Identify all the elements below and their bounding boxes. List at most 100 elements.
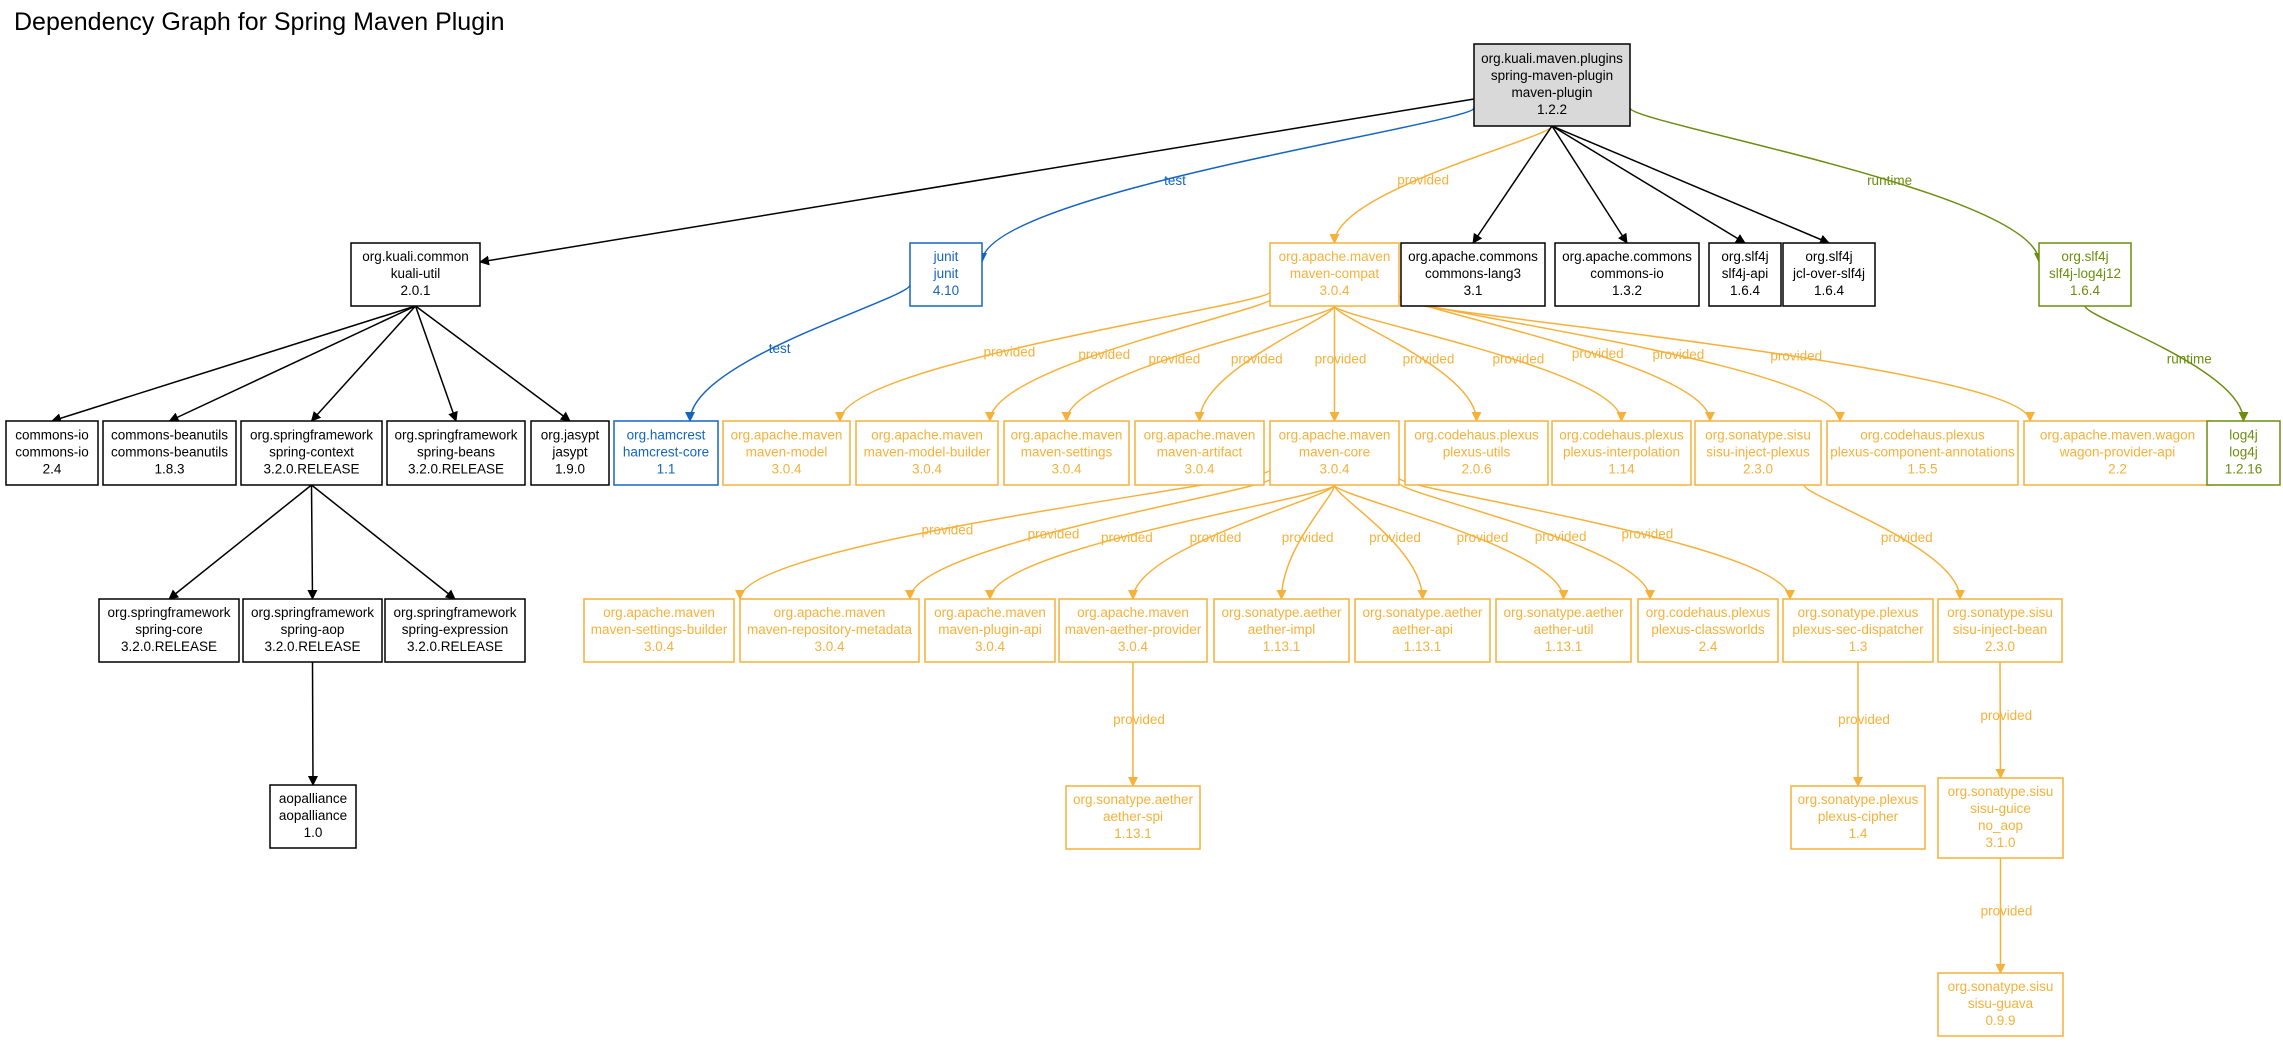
node-label-line: 3.0.4 bbox=[771, 462, 802, 477]
node-label-line: 1.6.4 bbox=[1814, 283, 1845, 298]
node-label-line: org.kuali.maven.plugins bbox=[1481, 51, 1623, 66]
node-label-line: commons-io bbox=[15, 445, 89, 460]
node-label-line: 3.2.0.RELEASE bbox=[264, 639, 360, 654]
node-label-line: org.sonatype.aether bbox=[1503, 605, 1624, 620]
node-label-line: commons-beanutils bbox=[111, 428, 228, 443]
node-label-line: spring-beans bbox=[417, 445, 495, 460]
node-label-line: org.sonatype.sisu bbox=[1948, 979, 2054, 994]
node-plexus-component-annotations[interactable]: org.codehaus.plexusplexus-component-anno… bbox=[1826, 420, 2019, 486]
node-box bbox=[739, 598, 920, 663]
edge-label: provided bbox=[1231, 352, 1283, 367]
node-box bbox=[1554, 242, 1700, 307]
node-label-line: org.springframework bbox=[393, 605, 516, 620]
node-label-line: org.apache.maven bbox=[934, 605, 1046, 620]
node-box bbox=[1826, 420, 2019, 486]
node-box bbox=[2038, 242, 2132, 307]
node-plexus-interpolation[interactable]: org.codehaus.plexusplexus-interpolation1… bbox=[1551, 420, 1692, 486]
node-label-line: 1.13.1 bbox=[1114, 826, 1152, 841]
node-label-line: maven-repository-metadata bbox=[747, 622, 913, 637]
node-label-line: aopalliance bbox=[279, 791, 347, 806]
dependency-edge-maven-compat-to-maven-artifact bbox=[1194, 305, 1336, 422]
node-label-line: aether-api bbox=[1392, 622, 1453, 637]
node-spring-beans[interactable]: org.springframeworkspring-beans3.2.0.REL… bbox=[386, 420, 526, 486]
node-root[interactable]: org.kuali.maven.pluginsspring-maven-plug… bbox=[1473, 43, 1631, 127]
node-label-line: 1.9.0 bbox=[555, 462, 585, 477]
node-label-line: sisu-guice bbox=[1970, 801, 2031, 816]
edge-label: provided bbox=[1148, 352, 1200, 367]
edge-label: provided bbox=[1457, 530, 1509, 545]
node-label-line: org.hamcrest bbox=[627, 428, 706, 443]
node-maven-aether-provider[interactable]: org.apache.mavenmaven-aether-provider3.0… bbox=[1058, 598, 1208, 663]
node-label-line: 3.0.4 bbox=[1051, 462, 1082, 477]
node-label-line: 1.13.1 bbox=[1545, 639, 1583, 654]
dependency-edge-kuali-util-to-commons-beanutils bbox=[168, 305, 416, 422]
node-box bbox=[1937, 598, 2063, 663]
dependency-edge-root-to-kuali-util bbox=[479, 98, 1475, 266]
node-label-line: org.springframework bbox=[250, 428, 373, 443]
node-label-line: 3.0.4 bbox=[1319, 462, 1350, 477]
node-spring-expression[interactable]: org.springframeworkspring-expression3.2.… bbox=[384, 598, 526, 663]
node-label-line: 1.5.5 bbox=[1907, 462, 1937, 477]
node-label-line: org.apache.maven bbox=[1279, 249, 1391, 264]
node-label-line: plexus-cipher bbox=[1818, 809, 1899, 824]
node-label-line: commons-beanutils bbox=[111, 445, 228, 460]
node-label-line: org.apache.commons bbox=[1562, 249, 1692, 264]
node-box bbox=[2023, 420, 2212, 486]
edge-label: provided bbox=[984, 345, 1036, 360]
node-spring-context[interactable]: org.springframeworkspring-context3.2.0.R… bbox=[240, 420, 383, 486]
node-wagon-provider-api[interactable]: org.apache.maven.wagonwagon-provider-api… bbox=[2023, 420, 2212, 486]
dependency-edge-root-to-commons-io-1 bbox=[1551, 125, 1628, 244]
dependency-edge-maven-core-to-aether-impl bbox=[1276, 484, 1336, 600]
node-box bbox=[583, 598, 735, 663]
node-spring-core[interactable]: org.springframeworkspring-core3.2.0.RELE… bbox=[98, 598, 240, 663]
dependency-edge-maven-core-to-maven-aether-provider bbox=[1128, 484, 1336, 600]
node-maven-repository-metadata[interactable]: org.apache.mavenmaven-repository-metadat… bbox=[739, 598, 920, 663]
node-label-line: commons-io bbox=[15, 428, 89, 443]
node-label-line: 3.1.0 bbox=[1985, 835, 2015, 850]
node-label-line: 3.0.4 bbox=[975, 639, 1006, 654]
node-maven-settings-builder[interactable]: org.apache.mavenmaven-settings-builder3.… bbox=[583, 598, 735, 663]
node-label-line: kuali-util bbox=[391, 266, 441, 281]
node-plexus-sec-dispatcher[interactable]: org.sonatype.plexusplexus-sec-dispatcher… bbox=[1782, 598, 1934, 663]
node-label-line: org.apache.maven bbox=[731, 428, 843, 443]
node-label-line: 3.2.0.RELEASE bbox=[408, 462, 504, 477]
edge-label: provided bbox=[1397, 173, 1449, 188]
node-spring-aop[interactable]: org.springframeworkspring-aop3.2.0.RELEA… bbox=[242, 598, 383, 663]
node-box bbox=[386, 420, 526, 486]
edge-label: provided bbox=[1315, 352, 1367, 367]
edge-label: provided bbox=[1838, 712, 1890, 727]
node-label-line: commons-lang3 bbox=[1425, 266, 1521, 281]
